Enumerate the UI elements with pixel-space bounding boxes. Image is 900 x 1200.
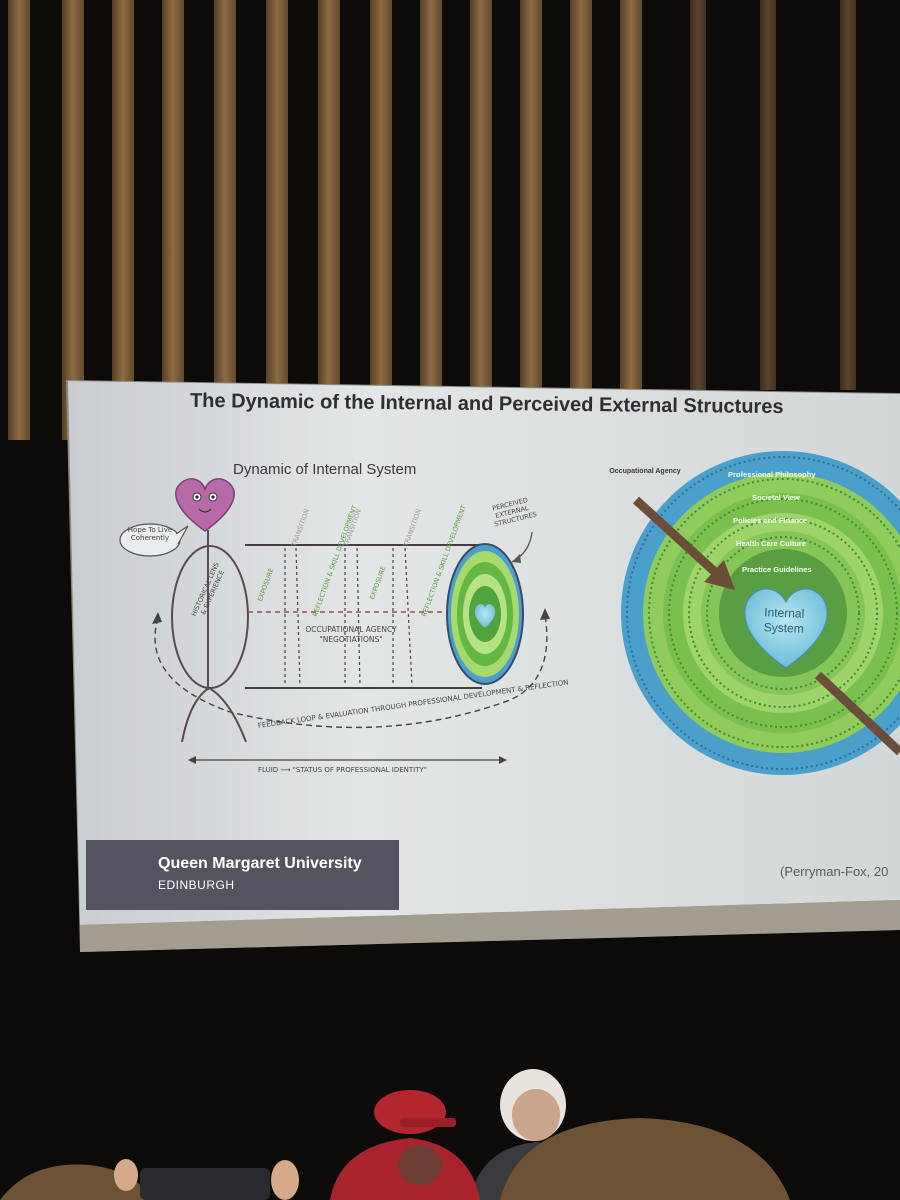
ring-label-societal-view: Societal View — [752, 493, 800, 502]
internal-system-center-label: Internal System — [763, 605, 805, 636]
wood-slat — [690, 0, 706, 390]
external-structures-diagram — [621, 451, 900, 775]
internal-heart-icon — [744, 588, 828, 669]
cylinder-end-rings — [446, 543, 524, 685]
ring-label-health-care-culture: Health Care Culture — [736, 539, 807, 548]
ring-label-professional-philosophy: Professional Philosophy — [728, 470, 816, 479]
wood-slat — [570, 0, 592, 440]
wood-slat — [214, 0, 236, 440]
wood-slat — [760, 0, 776, 390]
wood-slat — [162, 0, 184, 440]
wood-slat — [62, 0, 84, 440]
wood-slat-wall — [8, 0, 856, 440]
wood-slat — [420, 0, 442, 440]
wood-slat — [318, 0, 340, 440]
occupational-agency-label: OCCUPATIONAL AGENCY "NEGOTIATIONS" — [305, 625, 397, 644]
wood-slat — [470, 0, 492, 440]
university-city: EDINBURGH — [158, 878, 235, 892]
ring-label-practice-guidelines: Practice Guidelines — [742, 565, 812, 574]
wood-slat — [520, 0, 542, 440]
wood-slat — [620, 0, 642, 440]
university-name: Queen Margaret University — [158, 855, 362, 872]
wood-slat — [266, 0, 288, 440]
feedback-loop — [154, 614, 548, 729]
fluid-status-label: FLUID ⟶ "STATUS OF PROFESSIONAL IDENTITY… — [258, 766, 427, 774]
audience-silhouettes — [0, 1069, 790, 1200]
wood-slat — [112, 0, 134, 440]
wood-slat — [370, 0, 392, 440]
ring-label-policies-and-finance: Policies and Finance — [733, 516, 808, 525]
heart-head-icon — [175, 478, 235, 532]
speech-bubble-text: Hope To Live Coherently — [127, 526, 173, 542]
occupational-agency-arrow-label: Occupational Agency — [609, 468, 681, 475]
wood-slat — [8, 0, 30, 440]
internal-system-title: Dynamic of Internal System — [233, 461, 417, 478]
citation-text: (Perryman-Fox, 20 — [780, 864, 889, 879]
university-footer-bar: Queen Margaret University EDINBURGH — [86, 840, 399, 910]
internal-system-diagram — [119, 478, 550, 764]
wood-slat — [840, 0, 856, 390]
